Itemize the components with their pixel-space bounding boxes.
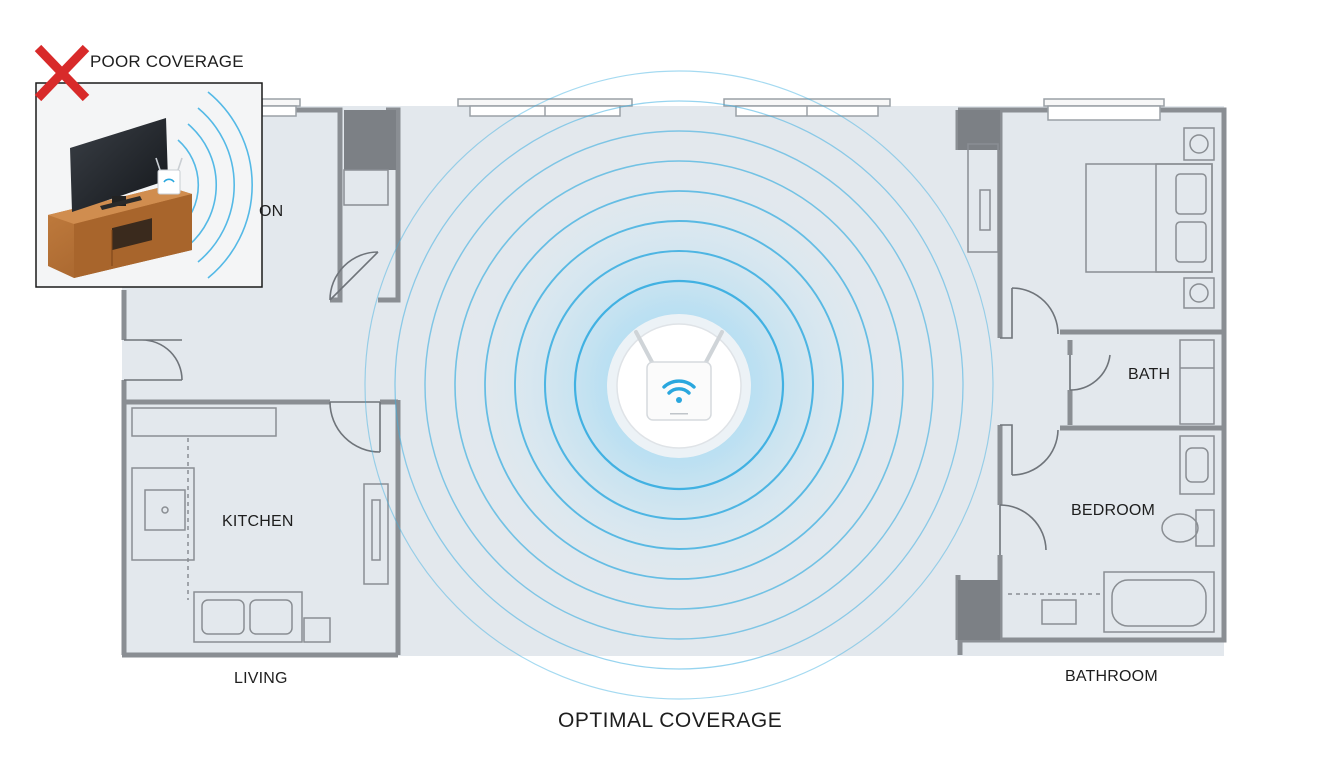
window [457,98,633,117]
furniture [131,127,1215,643]
signal-ring [424,130,934,640]
small-router [155,157,183,195]
signal-ring [484,190,874,580]
signal-ring [573,279,785,491]
wifi-router-icon [607,314,751,458]
poor-coverage-inset [35,82,263,288]
signal-rings [364,70,994,700]
television [70,118,168,212]
poor-coverage-label: POOR COVERAGE [90,52,244,71]
signal-ring [514,220,844,550]
room-label-kitchen: KITCHEN [222,513,294,530]
room-label-bathroom: BATHROOM [1065,668,1158,685]
window [1043,98,1165,121]
signal-ring [394,100,964,670]
room-label-bedroom: BEDROOM [1071,502,1156,519]
signal-ring [364,70,994,700]
wall-block [344,110,396,170]
room-label-living: LIVING [234,670,288,687]
room-label-partial: ON [259,203,284,220]
signal-ring [543,249,815,521]
signal-ring [454,160,904,610]
room-label-bath: BATH [1128,366,1171,383]
optimal-coverage-caption: OPTIMAL COVERAGE [558,709,783,732]
window [261,98,301,117]
window [723,98,891,117]
doors [124,251,1111,555]
x-mark-icon [34,44,90,102]
tv-stand [48,186,192,278]
wall-block [958,580,1000,640]
